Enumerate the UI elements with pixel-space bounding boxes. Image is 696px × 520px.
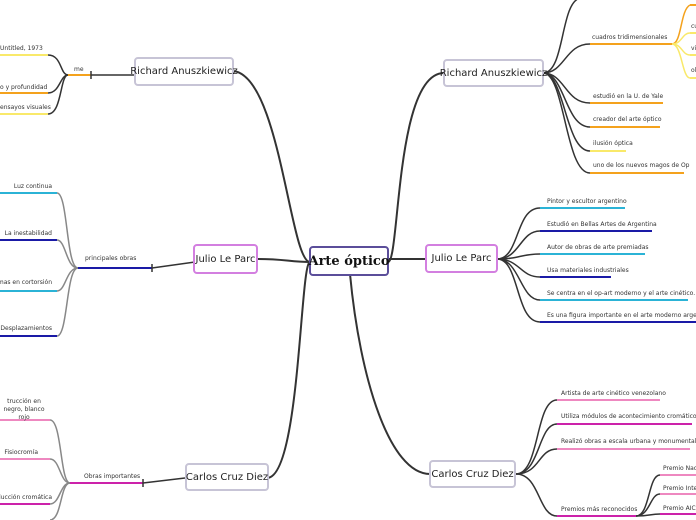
left-richard-item-2[interactable]: o y profundidad — [0, 84, 48, 91]
connector-left-carlos — [266, 261, 311, 479]
left-julio-branches — [0, 192, 196, 337]
right-carlos-item-2[interactable]: Utiliza módulos de acontecimiento cromát… — [561, 413, 696, 420]
right-carlos-item-1[interactable]: Artista de arte cinético venezolano — [561, 390, 666, 397]
right-richard-item-3[interactable]: ilusión óptica — [593, 140, 633, 147]
left-richard-branch-label[interactable]: me — [74, 66, 84, 73]
right-richard-cuadros-child-3[interactable]: ol — [691, 67, 696, 74]
right-carlos-item-3[interactable]: Realizó obras a escala urbana y monument… — [561, 438, 696, 445]
right-carlos-node[interactable]: Carlos Cruz Diez — [429, 460, 516, 488]
connector-right-carlos — [349, 273, 431, 475]
right-richard-item-1[interactable]: estudió en la U. de Yale — [593, 93, 664, 100]
right-julio-item-5[interactable]: Se centra en el op-art moderno y el arte… — [547, 290, 696, 297]
left-richard-node[interactable]: Richard Anuszkiewicz — [130, 57, 238, 86]
left-carlos-item-2[interactable]: Fisiocromía — [4, 449, 38, 456]
left-richard-branches — [0, 54, 137, 115]
connector-right-richard — [387, 72, 445, 263]
right-carlos-premio-1[interactable]: Premio Nac — [663, 465, 696, 472]
left-julio-node[interactable]: Julio Le Parc — [193, 244, 258, 274]
left-julio-item-4[interactable]: Desplazamientos — [0, 325, 52, 332]
central-topic-node[interactable]: Arte óptico — [308, 246, 390, 276]
right-richard-cuadros-child-1[interactable]: cu — [691, 23, 696, 30]
right-richard-cuadros-child-2[interactable]: vi — [691, 45, 696, 52]
right-julio-node[interactable]: Julio Le Parc — [425, 244, 498, 273]
left-julio-branch-label[interactable]: principales obras — [85, 255, 137, 262]
right-julio-item-2[interactable]: Estudió en Bellas Artes de Argentina — [547, 221, 657, 228]
right-carlos-premio-3[interactable]: Premio AIC — [663, 505, 696, 512]
right-julio-item-1[interactable]: Pintor y escultor argentino — [547, 198, 627, 205]
left-julio-item-3[interactable]: Formas en cortorsión — [0, 279, 52, 286]
right-julio-item-6[interactable]: Es una figura importante en el arte mode… — [547, 312, 696, 319]
right-richard-cuadros-label[interactable]: cuadros tridimensionales — [592, 34, 668, 41]
left-carlos-branch-label[interactable]: Obras importantes — [84, 473, 141, 480]
left-carlos-branches — [0, 419, 186, 520]
right-richard-item-4[interactable]: uno de los nuevos magos de Op — [593, 162, 690, 169]
right-richard-branches — [542, 0, 696, 174]
left-carlos-item-1[interactable]: trucción en negro, blanco rojo — [3, 398, 45, 421]
left-carlos-item-3[interactable]: Inducción cromática — [0, 494, 52, 501]
right-richard-item-2[interactable]: creador del arte óptico — [593, 116, 662, 123]
right-carlos-premios-label[interactable]: Premios más reconocidos — [561, 506, 638, 513]
right-julio-item-3[interactable]: Autor de obras de arte premiadas — [547, 244, 649, 251]
right-julio-item-4[interactable]: Usa materiales industriales — [547, 267, 629, 274]
right-julio-branches — [496, 207, 696, 323]
left-julio-item-1[interactable]: Luz continua — [13, 183, 52, 190]
right-carlos-premio-2[interactable]: Premio Inte — [663, 485, 696, 492]
left-richard-item-3[interactable]: ensayos visuales — [0, 104, 51, 111]
left-julio-item-2[interactable]: La inestabilidad — [4, 230, 52, 237]
right-richard-node[interactable]: Richard Anuszkiewicz — [440, 59, 547, 87]
main-connectors — [232, 70, 445, 479]
left-richard-item-1[interactable]: Untitled, 1973 — [0, 45, 43, 52]
right-carlos-branches — [515, 399, 696, 517]
left-carlos-node[interactable]: Carlos Cruz Diez — [185, 463, 269, 491]
connector-left-richard — [232, 70, 311, 263]
connector-left-julio — [257, 258, 311, 263]
